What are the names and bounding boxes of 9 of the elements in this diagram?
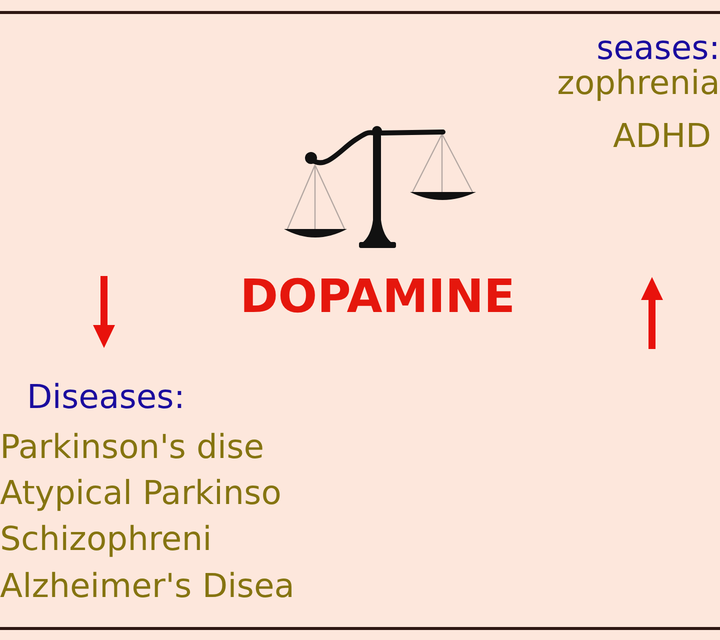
heading-text: seases: <box>596 29 720 67</box>
heading-text: Diseases: <box>26 378 185 416</box>
disease-name: Atypical Parkinso <box>0 474 282 512</box>
disease-name: Alzheimer's Disea <box>0 567 295 605</box>
disease-name: ADHD <box>613 117 712 155</box>
disease-name: Parkinson's dise <box>0 428 264 466</box>
disease-name: Schizophreni <box>0 520 212 558</box>
dopamine-label: DOPAMINE <box>240 270 516 323</box>
disease-name: zophrenia <box>557 64 720 102</box>
